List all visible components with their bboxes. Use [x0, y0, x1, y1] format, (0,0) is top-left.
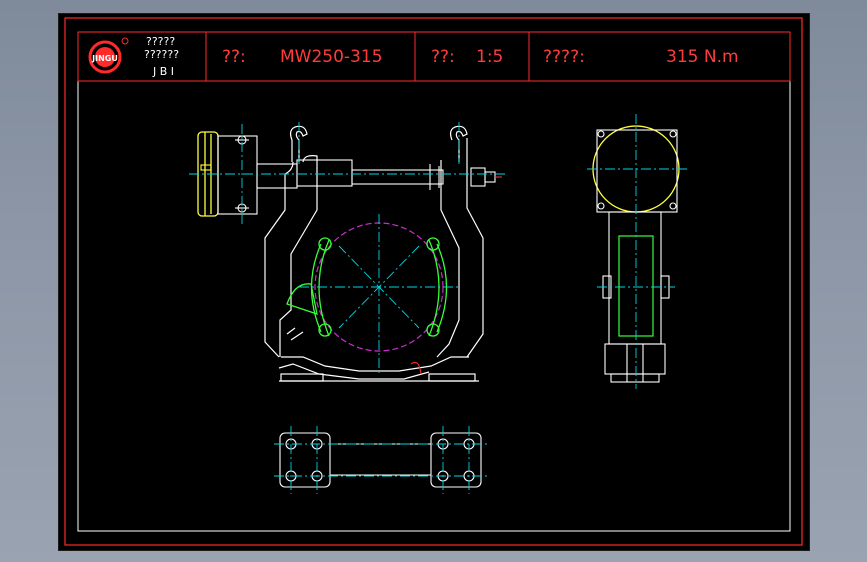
- company-name-line2: ??????: [144, 48, 180, 61]
- inner-border: [77, 31, 791, 532]
- company-name-line1: ?????: [146, 35, 176, 48]
- base-plan: [274, 426, 487, 494]
- model-value: MW250-315: [280, 47, 383, 67]
- logo-icon: JINGU: [88, 37, 129, 74]
- model-label: ??:: [222, 47, 246, 67]
- drawing-canvas: JINGU: [64, 17, 803, 546]
- company-code: J B I: [153, 65, 175, 78]
- drawing-sheet: JINGU: [58, 13, 810, 551]
- title-block: [77, 31, 791, 82]
- scale-label: ??:: [431, 47, 455, 67]
- front-view: [189, 122, 507, 382]
- brake-shoes: [286, 237, 448, 337]
- scale-value: 1:5: [476, 47, 504, 67]
- outer-border: [64, 17, 803, 546]
- torque-label: ????:: [543, 47, 585, 67]
- svg-text:JINGU: JINGU: [91, 54, 118, 63]
- side-view: [587, 114, 687, 389]
- torque-value: 315 N.m: [666, 47, 739, 67]
